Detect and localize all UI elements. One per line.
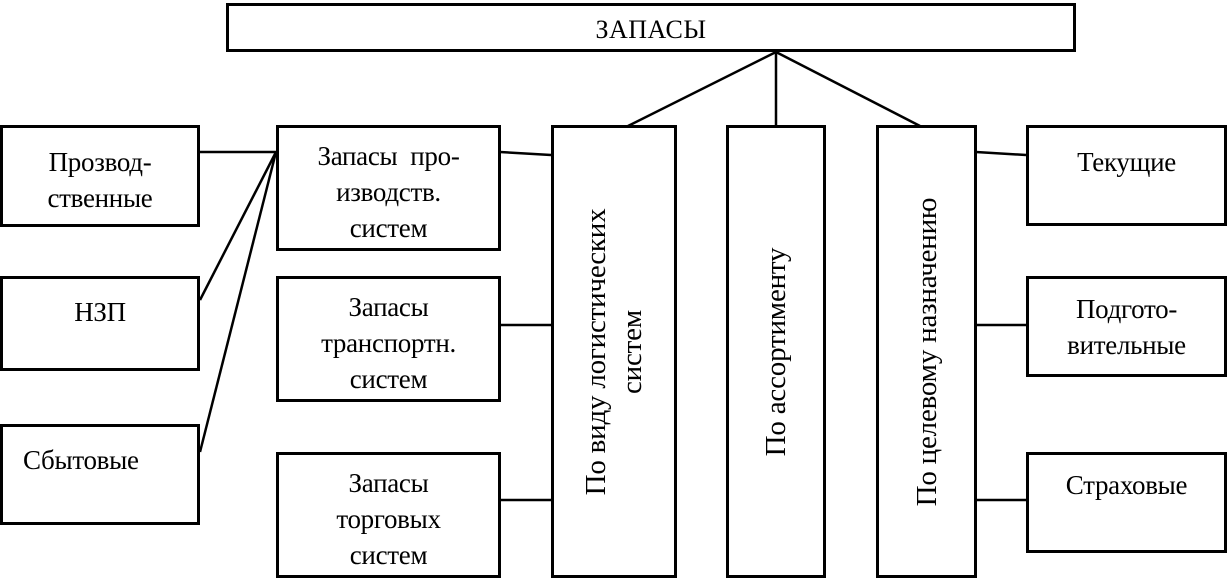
category-logistics-systems: По виду логистических систем (551, 125, 677, 578)
box-production-systems-stock: Запасы про- изводств. систем (276, 125, 501, 251)
box-wip-stock: НЗП (0, 276, 200, 371)
label-wip-stock: НЗП (74, 297, 126, 327)
category-assortment: По ассортименту (726, 125, 826, 578)
connector-prod-systems-to-logistics (499, 150, 552, 157)
category-purpose: По целевому назначению (876, 125, 977, 578)
category-logistics-systems-label: По виду логистических систем (580, 208, 648, 495)
label-transport-systems-stock: Запасы транспортн. систем (321, 292, 456, 394)
label-current-stock: Текущие (1077, 147, 1176, 177)
label-sales-stock: Сбытовые (23, 445, 139, 475)
box-transport-systems-stock: Запасы транспортн. систем (276, 276, 501, 402)
title-box: ЗАПАСЫ (226, 3, 1076, 52)
box-current-stock: Текущие (1026, 125, 1227, 226)
label-production-stock: Прозвод- ственные (47, 147, 153, 213)
connector-title-purpose (775, 50, 921, 128)
box-trade-systems-stock: Запасы торговых систем (276, 452, 501, 578)
label-safety-stock: Страховые (1065, 470, 1188, 500)
label-production-systems-stock: Запасы про- изводств. систем (317, 141, 460, 243)
connector-sales-to-prod-systems (198, 151, 278, 453)
title-label: ЗАПАСЫ (595, 15, 707, 44)
label-trade-systems-stock: Запасы торговых систем (336, 468, 441, 570)
connector-nzp-to-prod-systems (198, 151, 278, 301)
category-purpose-label: По целевому назначению (910, 197, 943, 506)
category-assortment-label: По ассортименту (760, 247, 792, 456)
box-preparatory-stock: Подгото- вительные (1026, 276, 1227, 377)
box-safety-stock: Страховые (1026, 452, 1227, 553)
box-sales-stock: Сбытовые (0, 424, 200, 525)
box-production-stock: Прозвод- ственные (0, 125, 200, 227)
connector-title-logistics (627, 50, 777, 128)
label-preparatory-stock: Подгото- вительные (1067, 294, 1186, 360)
connector-purpose-to-current (975, 150, 1027, 157)
